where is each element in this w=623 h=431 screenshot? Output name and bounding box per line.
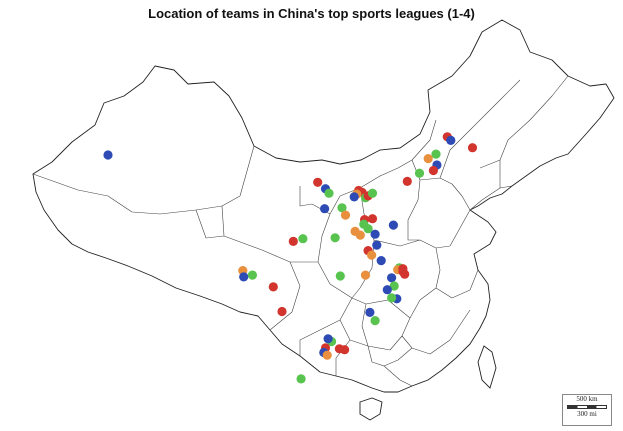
scale-bar: 500 km 300 mi [562,394,612,426]
team-marker-red [340,345,350,355]
province-borders [32,75,569,387]
team-marker-green [370,316,380,326]
team-marker-blue [446,135,456,145]
team-marker-red [402,176,412,186]
team-marker-orange [322,350,332,360]
team-marker-orange [340,210,351,220]
team-marker-green [389,281,399,291]
team-marker-blue [388,220,398,230]
team-marker-blue [365,307,375,317]
team-marker-red [313,177,323,187]
team-marker-blue [320,204,330,214]
hainan-island [359,397,383,421]
scale-bar-graphic [567,405,607,409]
team-marker-green [296,374,306,384]
team-marker-red [400,269,410,279]
team-marker-blue [103,150,113,160]
team-marker-green [298,234,308,244]
team-marker-blue [370,229,380,239]
team-marker-green [330,233,340,243]
team-marker-blue [323,334,333,344]
team-marker-green [363,224,373,234]
team-marker-green [324,188,334,198]
team-marker-red [367,214,378,224]
team-marker-green [337,203,347,213]
team-marker-green [335,271,345,281]
team-marker-green [367,188,378,198]
team-marker-red [277,306,287,317]
team-marker-blue [382,285,392,295]
team-marker-green [414,168,425,178]
team-marker-red [467,143,478,153]
team-marker-orange [355,230,365,240]
team-marker-green [387,293,397,303]
team-marker-blue [376,256,386,266]
scale-km-label: 500 km [576,395,598,403]
team-marker-blue [372,240,382,250]
team-marker-blue [387,273,397,283]
team-marker-orange [367,250,377,260]
scale-mi-label: 300 mi [577,410,597,418]
team-marker-red [288,236,298,246]
map-title: Location of teams in China's top sports … [148,6,475,21]
taiwan-island [477,345,497,389]
team-marker-blue [349,192,359,202]
team-marker-red [268,282,278,292]
team-marker-red [428,165,438,176]
team-marker-green [431,149,441,159]
team-marker-orange [360,270,371,280]
team-marker-orange [423,154,433,164]
team-marker-green [247,270,257,280]
team-marker-blue [239,272,249,282]
